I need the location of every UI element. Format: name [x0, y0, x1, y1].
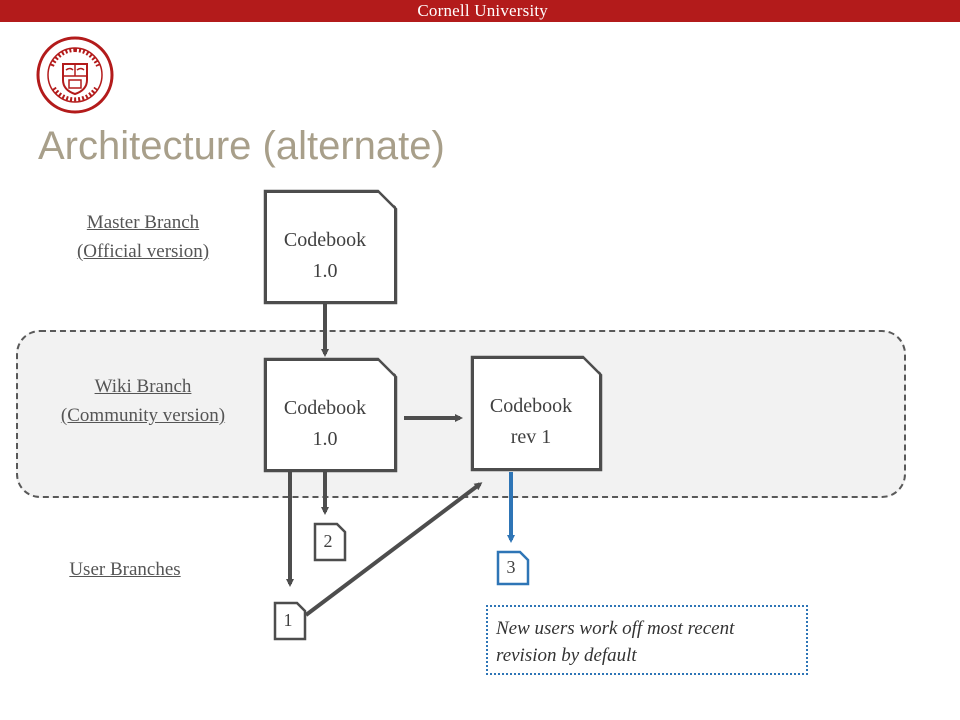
doc-user3-label: 3	[506, 557, 516, 577]
master-branch-label: Master Branch (Official version)	[58, 208, 228, 266]
wiki-branch-label-line1: Wiki Branch	[94, 376, 192, 397]
user-branches-label: User Branches	[69, 559, 181, 580]
doc-rev-line2: rev 1	[510, 426, 552, 448]
wiki-branch-label: Wiki Branch (Community version)	[36, 372, 250, 430]
doc-wiki-line2: 1.0	[312, 428, 338, 450]
note-box: New users work off most recent revision …	[486, 605, 808, 675]
arrow-user1-to-rev	[304, 482, 483, 617]
doc-rev-label: Codebook rev 1	[472, 391, 590, 453]
doc-master-line1: Codebook	[283, 229, 367, 251]
doc-user1-label: 1	[283, 610, 293, 630]
header-bar: Cornell University	[0, 0, 960, 22]
master-branch-label-line1: Master Branch	[86, 212, 200, 233]
doc-wiki-line1: Codebook	[283, 397, 367, 419]
doc-rev-line1: Codebook	[489, 395, 573, 417]
master-branch-label-line2: (Official version)	[76, 241, 210, 262]
wiki-branch-label-line2: (Community version)	[60, 405, 226, 426]
slide-title: Architecture (alternate)	[38, 124, 445, 168]
university-name: Cornell University	[417, 1, 548, 20]
doc-master-label: Codebook 1.0	[265, 225, 385, 287]
doc-wiki-label: Codebook 1.0	[265, 393, 385, 455]
doc-master-line2: 1.0	[312, 260, 338, 282]
cornell-seal-icon	[36, 36, 114, 114]
doc-user2-label: 2	[323, 531, 333, 551]
